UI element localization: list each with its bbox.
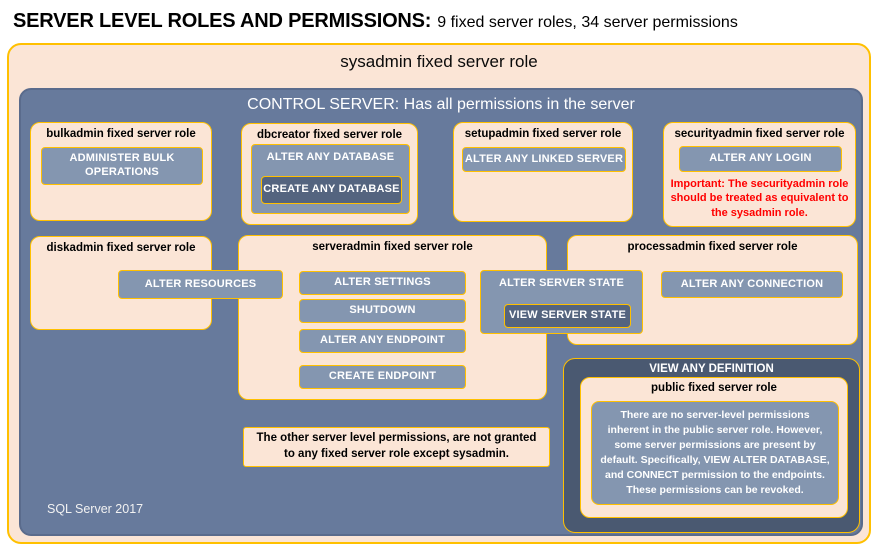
sql-server-version-label: SQL Server 2017 xyxy=(47,502,144,516)
other-permissions-note: The other server level permissions, are … xyxy=(243,427,550,467)
securityadmin-role-title: securityadmin fixed server role xyxy=(674,128,845,140)
permission-alter-any-login: ALTER ANY LOGIN xyxy=(679,146,842,172)
setupadmin-role-title: setupadmin fixed server role xyxy=(464,128,622,140)
page-title-main: SERVER LEVEL ROLES AND PERMISSIONS: xyxy=(13,10,432,32)
sysadmin-role-label: sysadmin fixed server role xyxy=(340,52,538,71)
dbcreator-role-box: dbcreator fixed server role ALTER ANY DA… xyxy=(241,123,418,225)
dbcreator-role-title: dbcreator fixed server role xyxy=(256,129,403,141)
setupadmin-role-box: setupadmin fixed server role ALTER ANY L… xyxy=(453,122,633,222)
permission-alter-any-database: ALTER ANY DATABASE CREATE ANY DATABASE xyxy=(251,144,410,214)
permission-view-server-state: VIEW SERVER STATE xyxy=(504,304,631,328)
permission-alter-any-connection: ALTER ANY CONNECTION xyxy=(661,271,843,298)
page-title-sub: 9 fixed server roles, 34 server permissi… xyxy=(437,14,738,31)
securityadmin-warning-text: Important: The securityadmin role should… xyxy=(670,178,849,219)
diskadmin-role-title: diskadmin fixed server role xyxy=(46,242,196,254)
permission-administer-bulk-operations: ADMINISTER BULK OPERATIONS xyxy=(41,147,203,185)
view-any-definition-box: VIEW ANY DEFINITION public fixed server … xyxy=(563,358,860,533)
bulkadmin-role-box: bulkadmin fixed server role ADMINISTER B… xyxy=(30,122,212,221)
permission-shutdown: SHUTDOWN xyxy=(299,299,466,323)
serveradmin-role-title: serveradmin fixed server role xyxy=(312,241,473,253)
permission-alter-settings: ALTER SETTINGS xyxy=(299,271,466,295)
permission-alter-server-state: ALTER SERVER STATE VIEW SERVER STATE xyxy=(480,270,643,334)
control-server-label: CONTROL SERVER: Has all permissions in t… xyxy=(247,96,635,113)
permission-view-any-definition-label: VIEW ANY DEFINITION xyxy=(649,363,774,375)
public-role-box: public fixed server role There are no se… xyxy=(580,377,848,518)
bulkadmin-role-title: bulkadmin fixed server role xyxy=(46,128,196,140)
permission-create-any-database: CREATE ANY DATABASE xyxy=(261,176,402,204)
permission-alter-any-endpoint: ALTER ANY ENDPOINT xyxy=(299,329,466,353)
page-title: SERVER LEVEL ROLES AND PERMISSIONS: 9 fix… xyxy=(13,10,873,33)
permission-alter-resources: ALTER RESOURCES xyxy=(118,270,283,299)
securityadmin-role-box: securityadmin fixed server role ALTER AN… xyxy=(663,122,856,227)
serveradmin-role-box: serveradmin fixed server role ALTER SETT… xyxy=(238,235,547,400)
permission-alter-any-linked-server: ALTER ANY LINKED SERVER xyxy=(462,147,626,172)
processadmin-role-title: processadmin fixed server role xyxy=(627,241,798,253)
permission-alter-any-database-label: ALTER ANY DATABASE xyxy=(266,151,395,163)
permission-alter-server-state-label: ALTER SERVER STATE xyxy=(498,277,625,289)
permission-create-endpoint: CREATE ENDPOINT xyxy=(299,365,466,389)
public-role-title: public fixed server role xyxy=(651,382,777,394)
public-role-description: There are no server-level permissions in… xyxy=(591,401,839,505)
